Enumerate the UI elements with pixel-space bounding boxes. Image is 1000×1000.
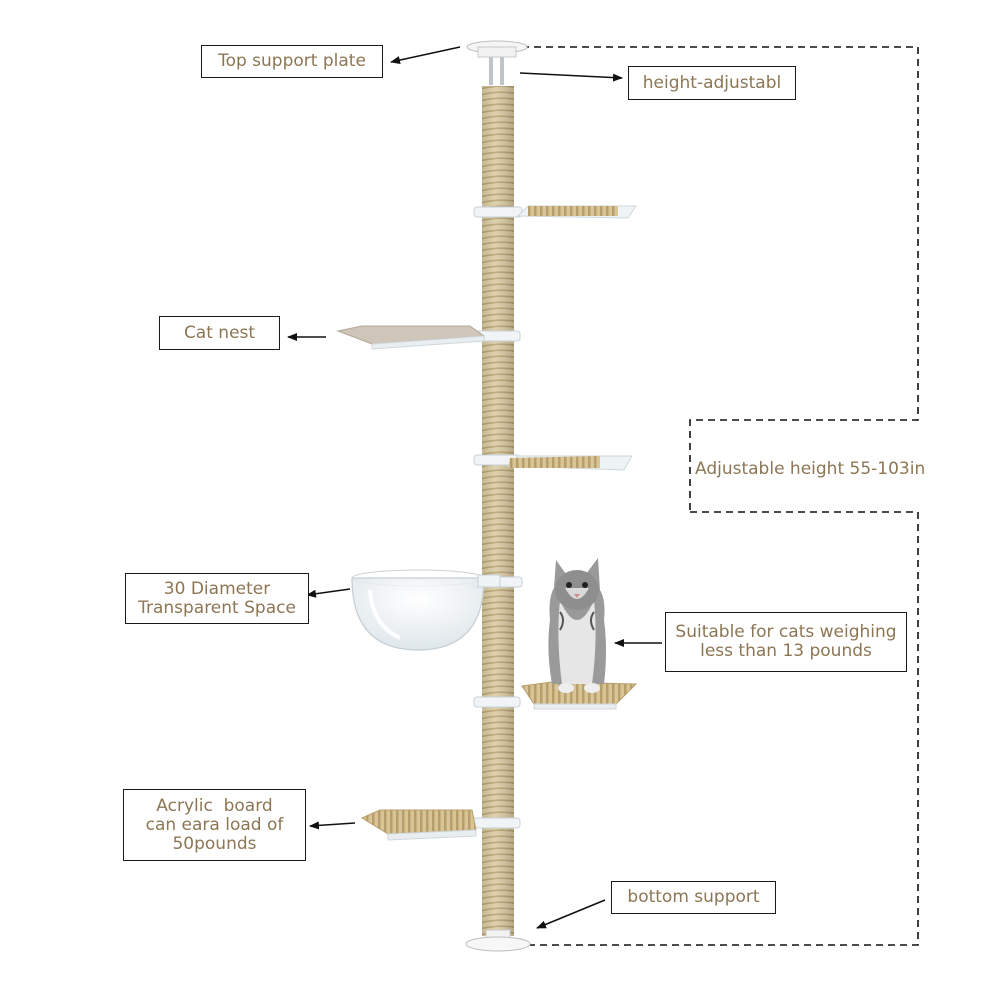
label-weight-limit-line1: Suitable for cats weighing (675, 622, 897, 642)
sisal-pole (482, 86, 514, 936)
label-weight-limit: Suitable for cats weighing less than 13 … (665, 612, 907, 672)
label-adjustable-height: Adjustable height 55-103in (695, 459, 926, 479)
label-cat-nest-text: Cat nest (183, 322, 256, 343)
label-acrylic-board-line3: 50pounds (172, 833, 257, 854)
platform-middle-right (506, 455, 633, 471)
platform-bottom-left (360, 809, 477, 841)
label-height-adjustable-text: height-adjustabl (642, 72, 782, 93)
label-bottom-support-text: bottom support (627, 887, 760, 907)
kitten-platform (521, 681, 638, 710)
label-transparent-space: 30 Diameter Transparent Space (125, 573, 309, 624)
label-top-support-plate: Top support plate (201, 45, 383, 78)
label-acrylic-board-line1: Acrylic board (156, 795, 273, 816)
bottom-support-plate (465, 929, 531, 952)
label-transparent-space-line2: Transparent Space (138, 597, 296, 618)
platform-top-right (516, 205, 637, 219)
label-height-adjustable: height-adjustabl (628, 66, 796, 100)
leader-arrows (287, 46, 662, 929)
height-bracket-lower (530, 511, 919, 946)
transparent-bowl (351, 569, 501, 651)
label-cat-nest: Cat nest (159, 316, 280, 350)
kitten-illustration (548, 558, 606, 693)
label-acrylic-board-line2: can eara load of (145, 814, 284, 835)
label-top-support-plate-text: Top support plate (218, 51, 366, 71)
cat-nest-platform (336, 325, 486, 350)
label-bottom-support: bottom support (611, 881, 776, 914)
label-transparent-space-line1: 30 Diameter (163, 578, 271, 599)
height-bracket-upper (522, 46, 919, 512)
label-acrylic-board: Acrylic board can eara load of 50pounds (123, 789, 306, 861)
top-support-plate (466, 40, 528, 85)
label-weight-limit-line2: less than 13 pounds (700, 641, 872, 661)
